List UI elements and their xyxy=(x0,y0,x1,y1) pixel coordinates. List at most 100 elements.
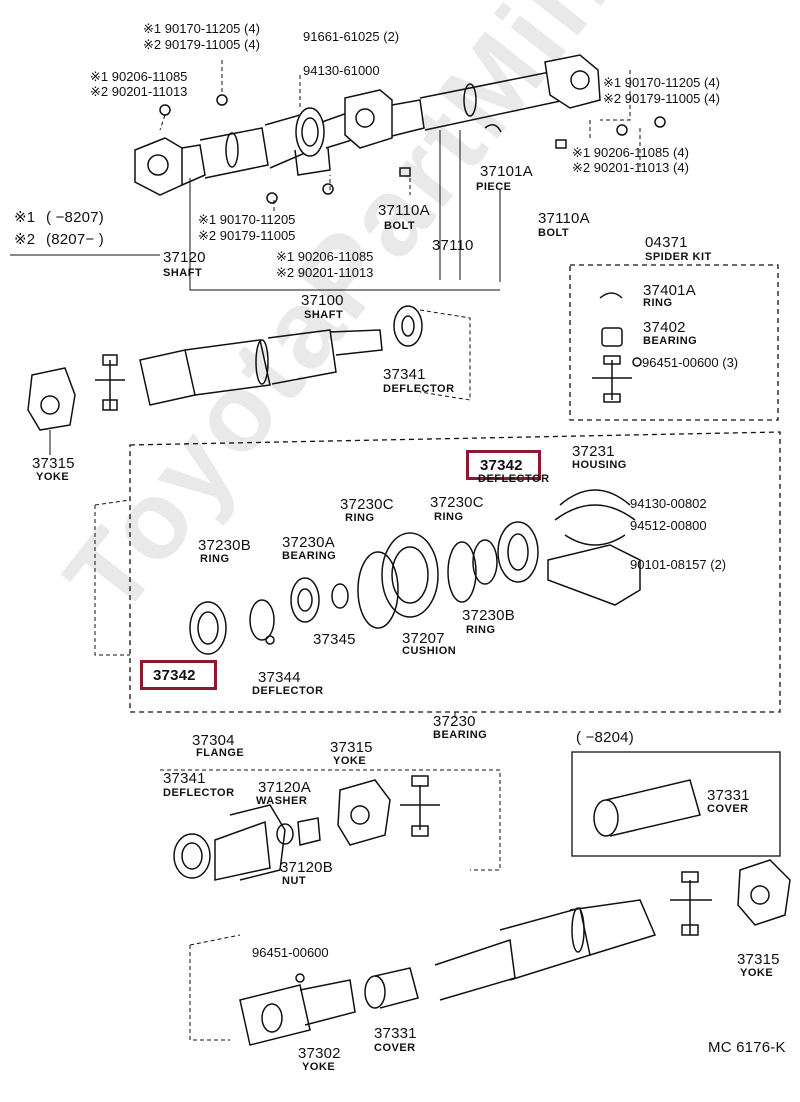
label-37230c-right: 37230C xyxy=(430,494,484,511)
label-cushion: CUSHION xyxy=(402,645,457,657)
label-cover-box: COVER xyxy=(707,803,749,815)
label-piece: PIECE xyxy=(476,181,512,193)
label-nut: NUT xyxy=(282,875,307,887)
cover-box xyxy=(571,751,781,857)
label-deflector-37344: DEFLECTOR xyxy=(252,685,324,697)
spider-kit-box xyxy=(569,264,779,421)
label-37231: 37231 xyxy=(572,443,615,460)
label-37230b-right: 37230B xyxy=(462,607,515,624)
label-37302: 37302 xyxy=(298,1045,341,1062)
label-deflector-upper: DEFLECTOR xyxy=(478,473,550,485)
label-91661-61025: 91661-61025 (2) xyxy=(303,29,400,44)
label-90179-11005-top-right: ※2 90179-11005 (4) xyxy=(603,91,720,106)
label-90170-11205-mid: ※1 90170-11205 xyxy=(198,212,296,227)
label-37120b: 37120B xyxy=(280,859,333,876)
label-37342-upper: 37342 xyxy=(480,457,523,474)
label-ring-37401a: RING xyxy=(643,297,673,309)
label-90170-11205-top-right: ※1 90170-11205 (4) xyxy=(603,75,720,90)
label-37315-top: 37315 xyxy=(32,455,75,472)
label-yoke-top: YOKE xyxy=(36,471,70,483)
label-cover-bottom: COVER xyxy=(374,1042,416,1054)
label-ring-37230b-right: RING xyxy=(466,624,496,636)
label-90179-11005-mid: ※2 90179-11005 xyxy=(198,228,296,243)
label-housing: HOUSING xyxy=(572,459,627,471)
label-bearing-37230: BEARING xyxy=(433,729,488,741)
label-37120a: 37120A xyxy=(258,779,311,796)
label-90206-11085-left: ※1 90206-11085 xyxy=(90,69,188,84)
label-90201-11013-mid: ※2 90201-11013 xyxy=(276,265,374,280)
label-37230b-left: 37230B xyxy=(198,537,251,554)
label-cover-range: ( −8204) xyxy=(576,729,634,746)
spider-kit-drawing xyxy=(592,292,642,403)
label-04371: 04371 xyxy=(645,234,688,251)
label-bolt-right: BOLT xyxy=(538,227,570,239)
label-ring-37230b-left: RING xyxy=(200,553,230,565)
label-90179-11005-top-left: ※2 90179-11005 (4) xyxy=(143,37,260,52)
label-37341-bottom: 37341 xyxy=(163,770,206,787)
yoke-37315-top-drawing xyxy=(27,354,125,455)
legend-star2: ※2 xyxy=(14,231,36,248)
highlight-37342-lower xyxy=(140,660,217,690)
label-37331-bottom: 37331 xyxy=(374,1025,417,1042)
label-37315-bottom: 37315 xyxy=(737,951,780,968)
label-37342-lower: 37342 xyxy=(153,667,196,684)
label-37341-top: 37341 xyxy=(383,366,426,383)
legend-star1: ※1 xyxy=(14,209,36,226)
label-bolt-left: BOLT xyxy=(384,220,416,232)
label-90101-08157: 90101-08157 (2) xyxy=(630,557,727,572)
footer-ref: MC 6176-K xyxy=(708,1039,786,1056)
label-90170-11205-top-left: ※1 90170-11205 (4) xyxy=(143,21,260,36)
shaft-37100-drawing xyxy=(139,305,471,406)
label-37230: 37230 xyxy=(433,713,476,730)
label-bearing-37230a: BEARING xyxy=(282,550,337,562)
label-flange: FLANGE xyxy=(196,747,245,759)
label-deflector-bottom: DEFLECTOR xyxy=(163,787,235,799)
label-94512-00800: 94512-00800 xyxy=(630,518,707,533)
label-90201-11013-right: ※2 90201-11013 (4) xyxy=(572,160,689,175)
highlight-37342-upper xyxy=(466,450,541,480)
label-37304: 37304 xyxy=(192,732,235,749)
label-90206-11085-mid: ※1 90206-11085 xyxy=(276,249,374,264)
label-90206-11085-right: ※1 90206-11085 (4) xyxy=(572,145,689,160)
center-bearing-box xyxy=(129,431,781,713)
label-37345: 37345 xyxy=(313,631,356,648)
label-yoke-37302: YOKE xyxy=(302,1061,336,1073)
label-37344: 37344 xyxy=(258,669,301,686)
label-shaft-37120: SHAFT xyxy=(163,267,203,279)
label-37110a-right: 37110A xyxy=(538,210,590,227)
legend-star1-range: ( −8207) xyxy=(46,209,104,226)
label-37100: 37100 xyxy=(301,292,344,309)
label-spider-kit: SPIDER KIT xyxy=(645,251,712,263)
label-ring-37230c-left: RING xyxy=(345,512,375,524)
label-37110a-left: 37110A xyxy=(378,202,430,219)
label-90201-11013-left: ※2 90201-11013 xyxy=(90,84,188,99)
label-37120: 37120 xyxy=(163,249,206,266)
label-96451-00600-spider: 96451-00600 (3) xyxy=(642,355,739,370)
top-propeller-shaft-drawing xyxy=(134,54,666,204)
label-37207: 37207 xyxy=(402,630,445,647)
label-37315-mid: 37315 xyxy=(330,739,373,756)
label-bearing-37402: BEARING xyxy=(643,335,698,347)
bottom-shaft-drawing xyxy=(239,859,791,1046)
label-37331-box: 37331 xyxy=(707,787,750,804)
flange-assembly-drawing xyxy=(173,775,440,881)
label-yoke-mid: YOKE xyxy=(333,755,367,767)
label-37402: 37402 xyxy=(643,319,686,336)
label-37401a: 37401A xyxy=(643,282,696,299)
legend-star2-range: (8207− ) xyxy=(46,231,104,248)
label-96451-00600-bottom: 96451-00600 xyxy=(252,945,329,960)
label-deflector-top: DEFLECTOR xyxy=(383,383,455,395)
label-ring-37230c-right: RING xyxy=(434,511,464,523)
label-37230a: 37230A xyxy=(282,534,335,551)
label-37110: 37110 xyxy=(432,237,474,254)
center-bearing-drawing xyxy=(189,489,641,655)
label-yoke-bottom: YOKE xyxy=(740,967,774,979)
label-37230c-left: 37230C xyxy=(340,496,394,513)
label-washer: WASHER xyxy=(256,795,308,807)
label-94130-00802: 94130-00802 xyxy=(630,496,707,511)
label-shaft-37100: SHAFT xyxy=(304,309,344,321)
label-37101a: 37101A xyxy=(480,163,533,180)
label-94130-61000: 94130-61000 xyxy=(303,63,380,78)
cover-37331-drawing xyxy=(593,779,701,837)
